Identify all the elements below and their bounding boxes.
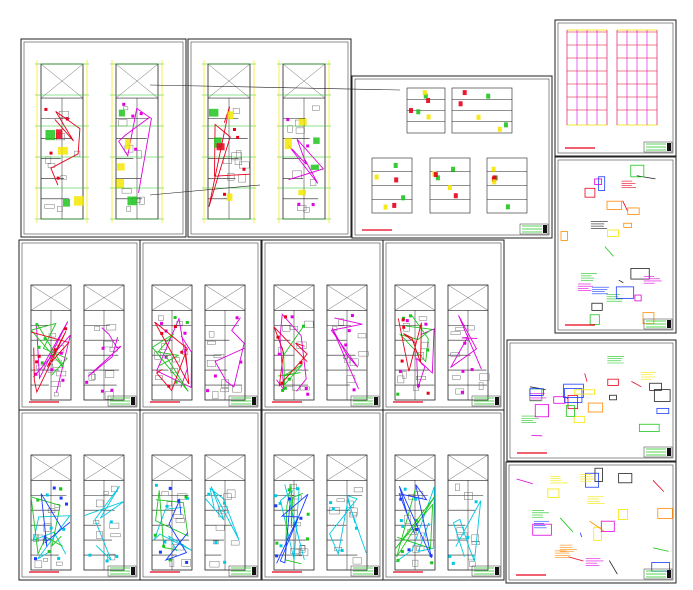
sheet-frame [554, 19, 677, 157]
installation-run [208, 106, 250, 207]
installation-run [118, 107, 152, 193]
title-block [228, 395, 258, 407]
title-block [350, 395, 380, 407]
installation-run [278, 325, 305, 386]
installation-run [416, 328, 435, 389]
installation-run [397, 318, 422, 372]
sheet-sanitary-3 [261, 409, 384, 581]
title-block [107, 565, 137, 577]
sheet-frame [187, 38, 352, 238]
installation-run [276, 493, 309, 564]
sheet-sanitary-1 [18, 409, 141, 581]
sheet-sanitary-2 [139, 409, 262, 581]
sheet-frame [554, 156, 677, 334]
installation-run [84, 485, 125, 561]
installation-run [87, 327, 122, 377]
installation-run [287, 138, 325, 184]
installation-run [33, 515, 71, 560]
sheet-details-1 [554, 156, 677, 334]
installation-run [50, 111, 81, 186]
installation-run [40, 493, 71, 547]
installation-run [329, 494, 367, 556]
installation-run [398, 484, 432, 559]
installation-run [32, 321, 71, 393]
reference-line [149, 184, 261, 196]
sheet-arch-plans-2 [187, 38, 352, 238]
title-block [519, 223, 549, 235]
installation-run [30, 322, 68, 376]
title-block [471, 565, 501, 577]
sheet-electric-3 [261, 239, 384, 411]
installation-run [395, 486, 435, 563]
title-block [643, 568, 673, 580]
installation-run [452, 500, 482, 562]
installation-run [151, 333, 189, 392]
title-block [107, 395, 137, 407]
installation-run [273, 327, 308, 388]
title-block [643, 141, 673, 153]
installation-run [153, 506, 192, 552]
sheet-structural-plan [554, 19, 677, 157]
sheet-layer [18, 19, 677, 584]
sheet-sanitary-4 [382, 409, 505, 581]
installation-run [395, 486, 436, 558]
title-block [350, 565, 380, 577]
installation-run [330, 317, 363, 389]
installation-run [205, 486, 240, 541]
installation-run [450, 315, 482, 370]
sheet-electric-1 [18, 239, 141, 411]
sheet-details-2 [506, 339, 677, 462]
installation-run [214, 317, 245, 388]
installation-run [164, 498, 189, 562]
sheet-electric-2 [139, 239, 262, 411]
sheet-electric-4 [382, 239, 505, 411]
sheet-arch-plans-1 [20, 38, 187, 238]
sheet-sections-elevations [351, 75, 553, 239]
title-block [643, 318, 673, 330]
title-block [228, 565, 258, 577]
title-block [471, 395, 501, 407]
installation-run [398, 315, 433, 363]
title-block [643, 446, 673, 458]
installation-run [154, 321, 190, 392]
reference-line [149, 84, 401, 91]
installation-run [31, 330, 70, 394]
sheet-details-3 [505, 461, 677, 584]
